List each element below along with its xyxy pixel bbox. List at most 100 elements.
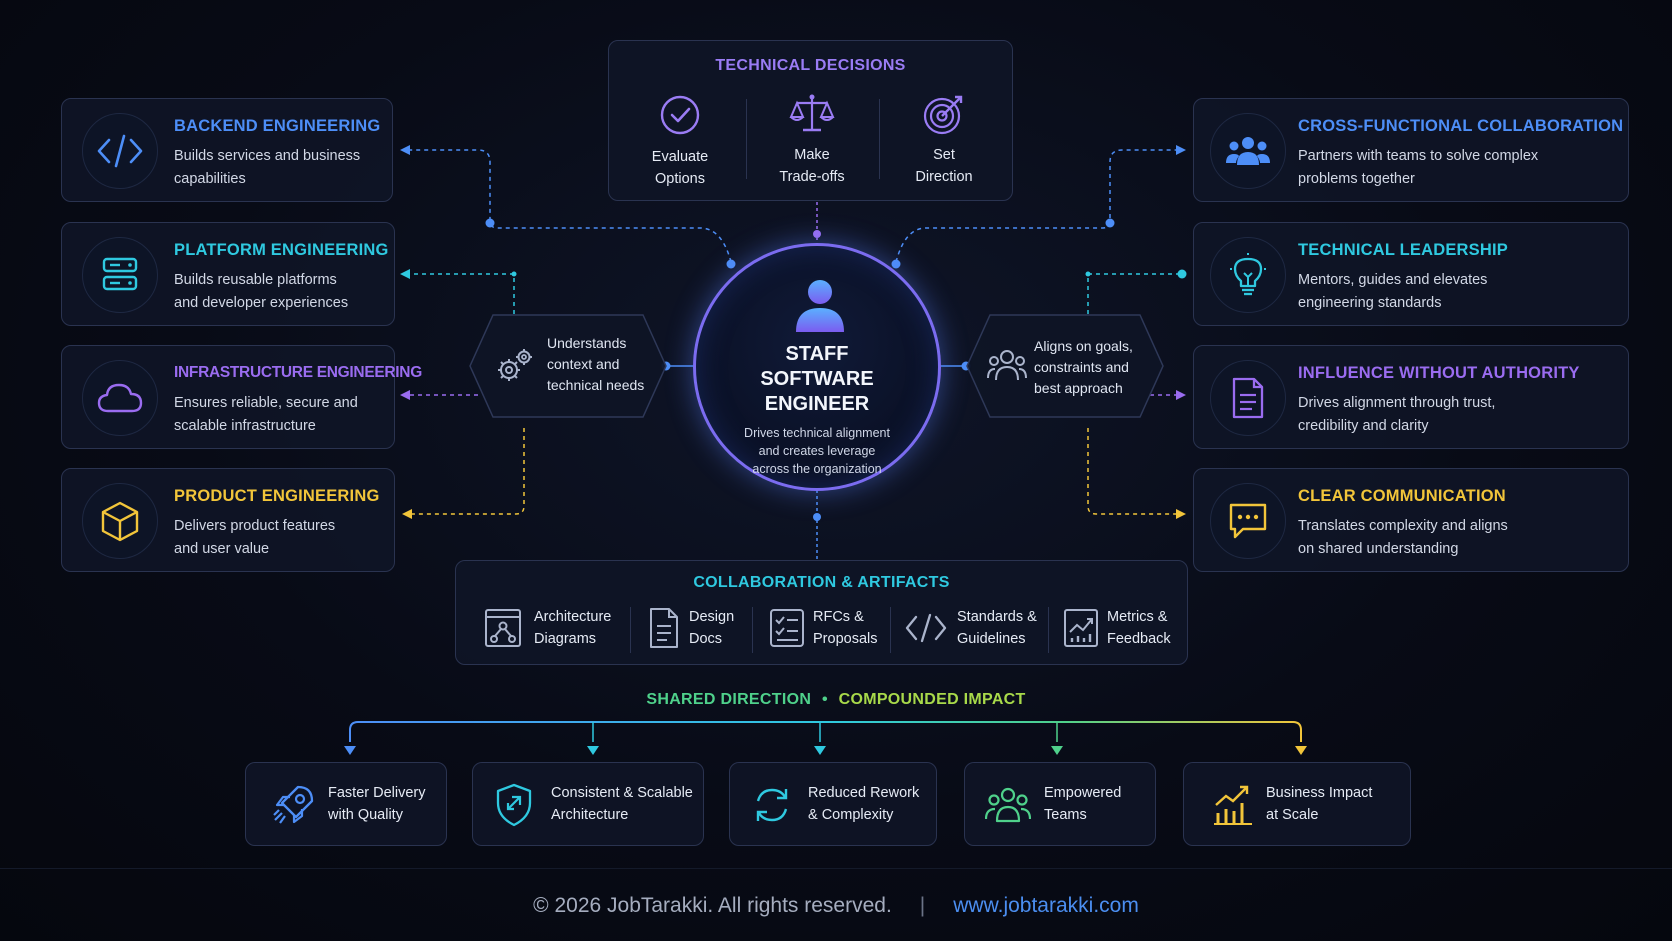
center-title-line2: SOFTWARE [760,368,874,390]
shield-icon [496,783,532,827]
impact-reduced-line1: Reduced Rework [808,785,920,801]
make-tradeoffs-line2: Trade-offs [779,169,845,185]
collaboration-desc-line2: problems together [1298,171,1415,187]
communication-desc-line2: on shared understanding [1298,541,1459,557]
growth-chart-icon [1214,785,1252,825]
artifact-rfcs-line2: Proposals [813,631,878,647]
artifact-design-line2: Docs [689,631,723,647]
artifact-architecture-line1: Architecture [534,609,612,625]
evaluate-options-line1: Evaluate [651,149,709,165]
infrastructure-desc-line1: Ensures reliable, secure and [174,395,358,411]
impact-faster-delivery-card: Faster Delivery with Quality [245,762,447,846]
group-icon [985,787,1031,823]
cloud-icon [97,383,143,413]
impact-title-left: SHARED DIRECTION [646,691,812,708]
person-icon [796,280,844,332]
impact-title: SHARED DIRECTION • COMPOUNDED IMPACT [0,691,1672,709]
artifact-standards-line1: Standards & [957,609,1037,625]
artifact-metrics-line1: Metrics & [1107,609,1168,625]
footer-separator: | [919,894,926,917]
cross-functional-collaboration-title: CROSS-FUNCTIONAL COLLABORATION [1298,117,1624,135]
artifact-metrics-line2: Feedback [1107,631,1171,647]
document-icon [1232,377,1264,419]
gears-icon [498,349,532,381]
people-icon [987,350,1027,381]
understands-context-hex: Understands context and technical needs [469,314,667,418]
impact-bracket [349,721,1302,742]
rocket-icon [273,785,314,824]
center-subtitle-line2: and creates leverage [758,444,876,458]
impact-business-line2: at Scale [1266,807,1319,823]
left-hex-line2: context and [547,356,620,372]
impact-reduced-line2: & Complexity [808,807,894,823]
footer-divider [0,868,1672,869]
platform-desc-line2: and developer experiences [174,295,349,311]
influence-desc-line2: credibility and clarity [1298,418,1429,434]
connector-communication [1087,428,1178,515]
chat-icon [1229,503,1267,539]
left-hex-line3: technical needs [547,377,645,393]
check-circle-icon [660,95,700,135]
code-icon [905,613,947,643]
product-engineering-card: PRODUCT ENGINEERING Delivers product fea… [61,468,395,572]
target-icon [923,95,963,135]
connector-product [410,428,525,515]
clear-communication-title: CLEAR COMMUNICATION [1298,487,1506,505]
clear-communication-card: CLEAR COMMUNICATION Translates complexit… [1193,468,1629,572]
artifact-architecture-line2: Diagrams [534,631,597,647]
team-icon [1226,137,1270,165]
technical-leadership-card: TECHNICAL LEADERSHIP Mentors, guides and… [1193,222,1629,326]
leadership-desc-line1: Mentors, guides and elevates [1298,272,1488,288]
backend-engineering-card: BACKEND ENGINEERING Builds services and … [61,98,393,202]
make-tradeoffs-line1: Make [794,147,830,163]
impact-business-line1: Business Impact [1266,785,1373,801]
impact-consistent-line2: Architecture [551,807,629,823]
right-hex-line1: Aligns on goals, [1034,338,1133,354]
influence-without-authority-card: INFLUENCE WITHOUT AUTHORITY Drives align… [1193,345,1629,449]
evaluate-options-line2: Options [655,171,705,187]
impact-faster-line2: with Quality [328,807,403,823]
right-hex-line3: best approach [1034,380,1123,396]
impact-title-right: COMPOUNDED IMPACT [838,691,1026,708]
lightbulb-icon [1230,253,1266,296]
impact-reduced-rework-card: Reduced Rework & Complexity [729,762,937,846]
impact-empowered-line1: Empowered [1044,785,1122,801]
left-hex-line1: Understands [547,335,627,351]
impact-faster-line1: Faster Delivery [328,785,426,801]
footer-copyright: © 2026 JobTarakki. All rights reserved. [533,894,892,917]
footer-website-link[interactable]: www.jobtarakki.com [953,894,1139,917]
impact-consistent-line1: Consistent & Scalable [551,785,693,801]
influence-without-authority-title: INFLUENCE WITHOUT AUTHORITY [1298,364,1580,382]
infrastructure-engineering-card: INFRASTRUCTURE ENGINEERING Ensures relia… [61,345,422,449]
doc-icon [650,608,678,648]
backend-desc-line1: Builds services and business [174,148,361,164]
product-desc-line2: and user value [174,541,270,557]
center-subtitle-line1: Drives technical alignment [744,426,890,440]
diagram-icon [485,609,521,647]
technical-leadership-title: TECHNICAL LEADERSHIP [1298,241,1508,259]
cross-functional-collaboration-card: CROSS-FUNCTIONAL COLLABORATION Partners … [1193,98,1629,202]
impact-business-scale-card: Business Impact at Scale [1183,762,1411,846]
platform-engineering-card: PLATFORM ENGINEERING Builds reusable pla… [61,222,395,326]
checklist-icon [770,609,804,647]
impact-title-bullet: • [821,691,828,708]
infrastructure-engineering-title: INFRASTRUCTURE ENGINEERING [174,364,422,381]
footer: © 2026 JobTarakki. All rights reserved. |… [0,894,1672,918]
product-engineering-title: PRODUCT ENGINEERING [174,487,380,505]
backend-desc-line2: capabilities [174,171,246,187]
center-title-line3: ENGINEER [764,393,870,415]
infrastructure-desc-line2: scalable infrastructure [174,418,316,434]
impact-empowered-line2: Teams [1044,807,1087,823]
collaboration-desc-line1: Partners with teams to solve complex [1298,148,1539,164]
server-icon [102,257,138,291]
connector-leadership [1087,273,1180,314]
platform-desc-line1: Builds reusable platforms [174,272,337,288]
leadership-desc-line2: engineering standards [1298,295,1442,311]
artifact-rfcs-line1: RFCs & [813,609,864,625]
backend-engineering-title: BACKEND ENGINEERING [174,117,381,135]
